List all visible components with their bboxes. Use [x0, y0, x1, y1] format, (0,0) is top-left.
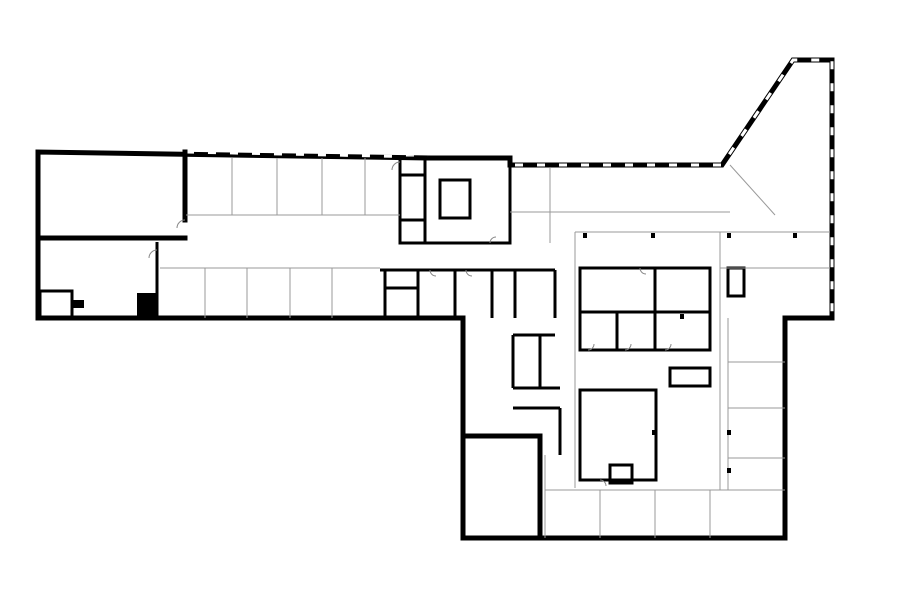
exterior-walls: [35, 57, 835, 541]
door-swings: [148, 161, 672, 487]
interior-walls: [35, 149, 746, 541]
partitions: [160, 158, 830, 538]
fixture-markers: [583, 233, 797, 473]
column: [137, 293, 157, 318]
